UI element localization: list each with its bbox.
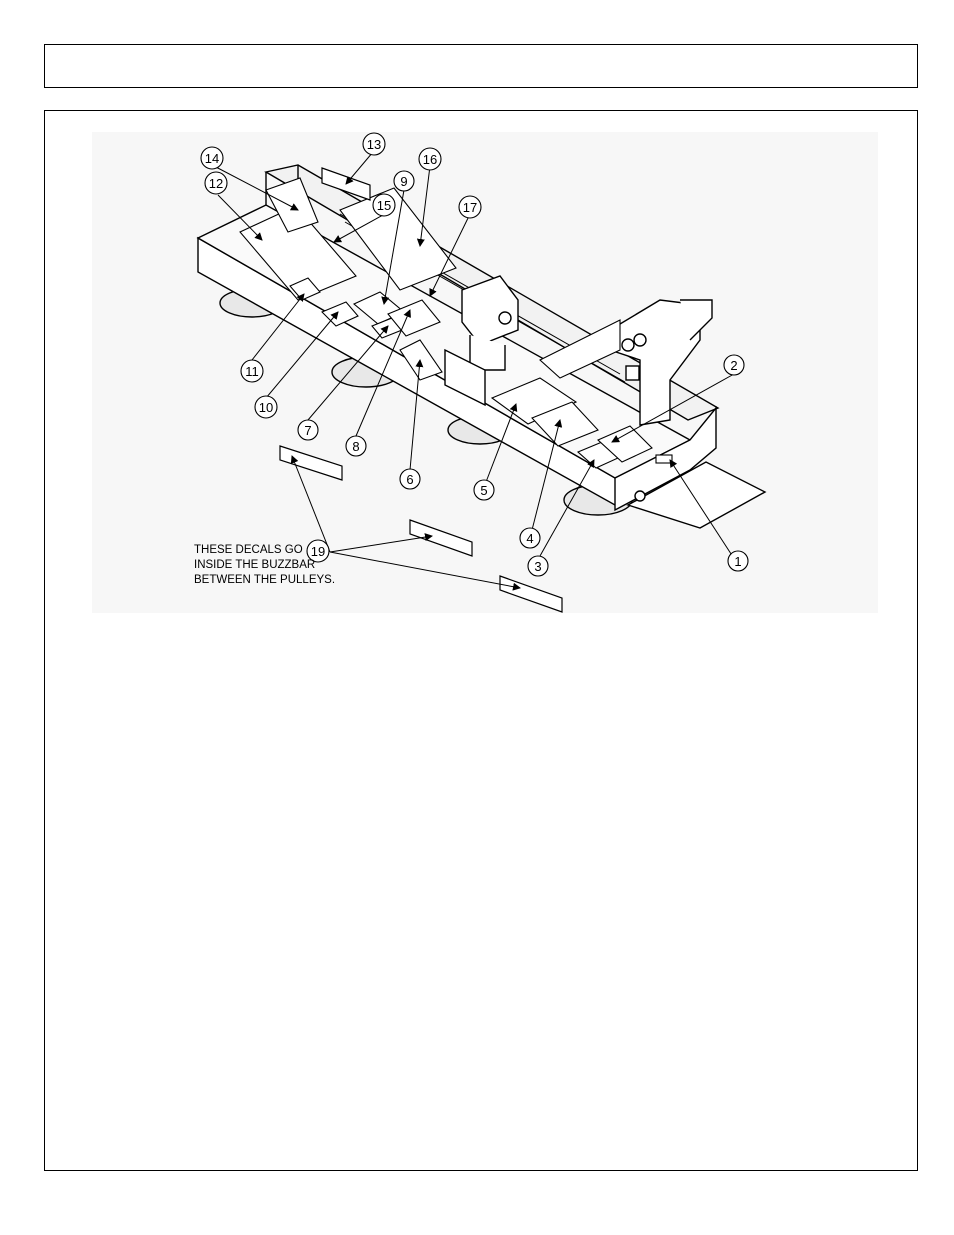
decal-19a [279, 445, 343, 481]
callout-10: 10 [254, 395, 278, 419]
hitch-tower [609, 299, 713, 426]
note-line-2: INSIDE THE BUZZBAR [194, 559, 315, 571]
decal-location-diagram: 1 2 3 4 5 6 7 8 9 10 11 12 13 14 15 16 1… [90, 130, 880, 615]
callout-6: 6 [399, 468, 421, 490]
skid-shoe [626, 461, 767, 529]
svg-text:9: 9 [400, 174, 407, 189]
callout-5: 5 [473, 479, 495, 501]
callout-8: 8 [345, 435, 367, 457]
decal-note: THESE DECALS GO INSIDE THE BUZZBAR BETWE… [194, 544, 335, 586]
callout-2: 2 [723, 354, 745, 376]
decal-19b [409, 519, 473, 557]
mower-frame-drawing [196, 164, 767, 529]
gearbox [444, 275, 519, 407]
svg-text:6: 6 [406, 472, 413, 487]
callout-15: 15 [372, 193, 396, 217]
callout-19: 19 [306, 539, 330, 563]
note-line-1: THESE DECALS GO [194, 544, 303, 556]
svg-text:12: 12 [209, 176, 223, 191]
svg-text:3: 3 [534, 559, 541, 574]
svg-text:7: 7 [304, 423, 311, 438]
deck-decals [239, 177, 673, 469]
content-box [44, 110, 918, 1171]
callout-12: 12 [204, 171, 228, 195]
svg-text:14: 14 [205, 151, 219, 166]
leader-lines [213, 151, 736, 591]
callout-4: 4 [519, 527, 541, 549]
callout-9: 9 [393, 170, 415, 192]
callout-7: 7 [297, 419, 319, 441]
svg-text:10: 10 [259, 400, 273, 415]
svg-text:8: 8 [352, 439, 359, 454]
callout-16: 16 [418, 147, 442, 171]
svg-text:1: 1 [734, 554, 741, 569]
svg-text:5: 5 [480, 483, 487, 498]
callout-3: 3 [527, 555, 549, 577]
svg-text:11: 11 [245, 364, 259, 379]
callout-11: 11 [240, 359, 264, 383]
svg-text:15: 15 [377, 198, 391, 213]
note-line-3: BETWEEN THE PULLEYS. [194, 574, 335, 586]
callout-17: 17 [458, 195, 482, 219]
callout-1: 1 [727, 550, 749, 572]
svg-text:4: 4 [526, 531, 533, 546]
callout-13: 13 [362, 132, 386, 156]
svg-text:16: 16 [423, 152, 437, 167]
callout-14: 14 [200, 146, 224, 170]
svg-text:17: 17 [463, 200, 477, 215]
header-box [44, 44, 918, 88]
svg-text:19: 19 [311, 544, 325, 559]
svg-text:2: 2 [730, 358, 737, 373]
svg-text:13: 13 [367, 137, 381, 152]
